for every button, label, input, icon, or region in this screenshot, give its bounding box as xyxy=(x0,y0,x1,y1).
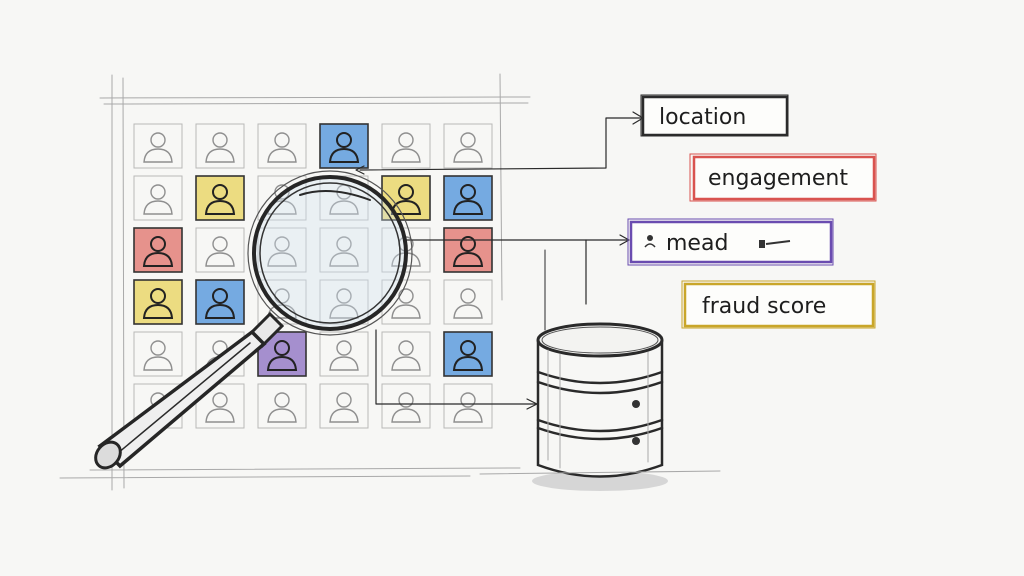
user-icon xyxy=(452,236,484,267)
highlighted-user-tile xyxy=(195,279,245,325)
user-icon xyxy=(205,132,235,163)
user-icon xyxy=(391,132,421,163)
user-icon xyxy=(391,288,421,319)
mead-label-box: mead xyxy=(627,218,834,266)
user-icon xyxy=(329,288,359,319)
user-tile xyxy=(257,383,307,429)
user-icon xyxy=(205,392,235,423)
user-icon xyxy=(143,340,173,371)
user-icon xyxy=(143,132,173,163)
user-tile xyxy=(133,331,183,377)
mead-label: mead xyxy=(666,231,728,256)
engagement-label: engagement xyxy=(708,166,848,191)
user-tile xyxy=(381,279,431,325)
connector-lines xyxy=(355,111,644,410)
user-icon xyxy=(390,184,422,215)
user-icon xyxy=(267,132,297,163)
user-tile xyxy=(381,331,431,377)
user-icon xyxy=(142,236,174,267)
user-icon xyxy=(391,392,421,423)
user-icon xyxy=(204,288,236,319)
user-icon xyxy=(142,288,174,319)
user-icon xyxy=(453,392,483,423)
user-tile xyxy=(195,383,245,429)
user-icon xyxy=(204,184,236,215)
user-tile xyxy=(257,227,307,273)
highlighted-user-tile xyxy=(133,227,183,273)
user-icon xyxy=(453,132,483,163)
highlighted-user-tile xyxy=(319,123,369,169)
fraud-score-label-box: fraud score xyxy=(681,280,876,329)
user-tile xyxy=(443,123,493,169)
user-tile xyxy=(381,123,431,169)
user-icon xyxy=(329,340,359,371)
user-tile xyxy=(319,227,369,273)
highlighted-user-tile xyxy=(443,175,493,221)
highlighted-user-tile xyxy=(381,175,431,221)
user-tile xyxy=(443,279,493,325)
user-icon xyxy=(329,392,359,423)
user-icon xyxy=(452,340,484,371)
pencil-icon xyxy=(759,240,791,248)
user-icon xyxy=(267,236,297,267)
highlighted-user-tile xyxy=(195,175,245,221)
location-label: location xyxy=(659,105,746,130)
highlighted-user-tile xyxy=(443,227,493,273)
highlighted-user-tile xyxy=(133,279,183,325)
user-icon xyxy=(205,236,235,267)
user-icon xyxy=(266,340,298,371)
user-icon xyxy=(644,235,656,248)
user-tile xyxy=(195,227,245,273)
user-icon xyxy=(391,340,421,371)
user-tile xyxy=(319,383,369,429)
user-icon xyxy=(328,132,360,163)
user-icon xyxy=(143,184,173,215)
user-tile xyxy=(195,123,245,169)
user-tile xyxy=(257,123,307,169)
user-grid-frame xyxy=(59,73,531,491)
user-tile xyxy=(133,175,183,221)
user-icon xyxy=(267,392,297,423)
user-icon xyxy=(329,236,359,267)
location-label-box: location xyxy=(640,94,789,137)
user-tile xyxy=(443,383,493,429)
user-tile xyxy=(133,123,183,169)
user-icon xyxy=(453,288,483,319)
magnifying-glass-icon xyxy=(94,170,413,470)
user-tile xyxy=(381,383,431,429)
user-icon xyxy=(452,184,484,215)
highlighted-user-tile xyxy=(443,331,493,377)
user-tile xyxy=(319,331,369,377)
user-tile xyxy=(319,279,369,325)
engagement-label-box: engagement xyxy=(689,153,877,202)
fraud-score-label: fraud score xyxy=(702,294,826,319)
database-icon xyxy=(479,322,721,491)
